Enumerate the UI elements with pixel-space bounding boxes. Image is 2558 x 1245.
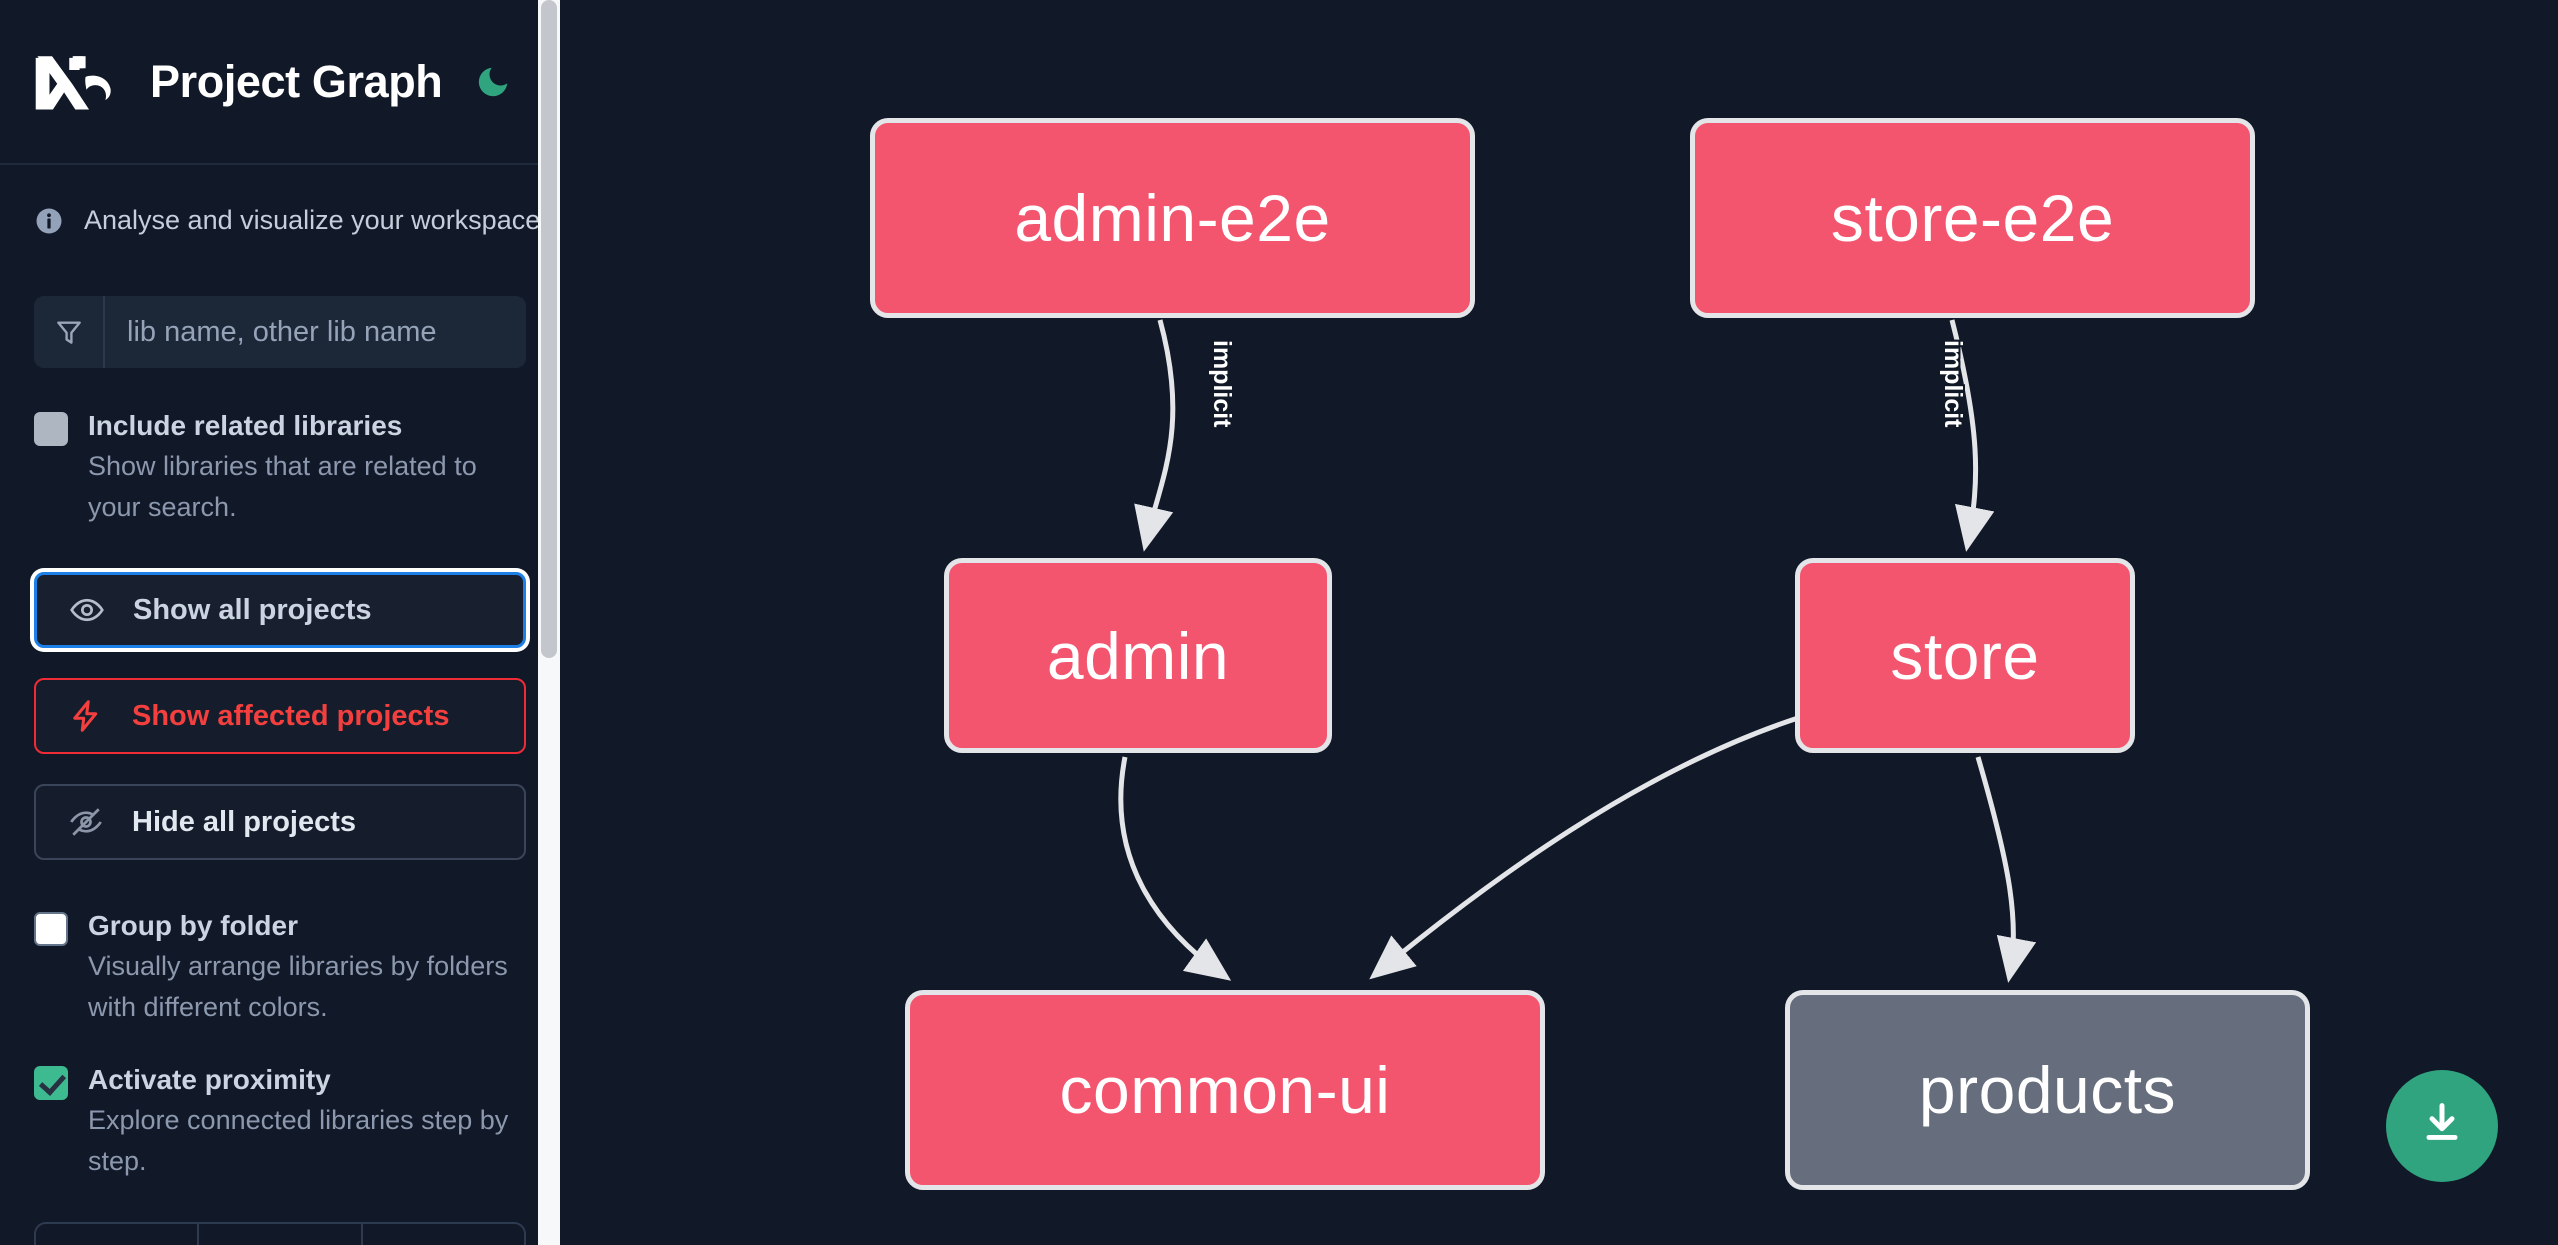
sidebar-scrollbar-thumb[interactable]	[541, 0, 557, 658]
graph-node-store[interactable]: store	[1795, 558, 2135, 753]
proximity-segmented-control[interactable]	[34, 1222, 526, 1245]
sidebar-tagline: Analyse and visualize your workspace.	[0, 165, 560, 236]
graph-node-products[interactable]: products	[1785, 990, 2310, 1190]
checkbox-desc-include-related-libraries: Show libraries that are related to your …	[88, 451, 477, 522]
graph-node-label: common-ui	[1059, 1053, 1391, 1127]
info-circle-icon	[34, 206, 64, 236]
edge-store-to-products	[1975, 756, 2037, 983]
show-all-projects-button[interactable]: Show all projects	[34, 572, 526, 648]
filter-box[interactable]	[34, 296, 526, 368]
edge-store-to-common-ui	[1369, 715, 1799, 980]
show-all-projects-label: Show all projects	[133, 593, 372, 626]
hide-all-projects-button[interactable]: Hide all projects	[34, 784, 526, 860]
segment-option-1[interactable]	[36, 1224, 200, 1245]
edge-admin-to-common-ui	[1118, 756, 1232, 981]
checkbox-row-include-related-libraries[interactable]: Include related libraries Show libraries…	[0, 406, 560, 528]
sidebar-header: Project Graph	[0, 0, 560, 165]
lightning-bolt-icon	[66, 696, 106, 736]
graph-node-store-e2e[interactable]: store-e2e	[1690, 118, 2255, 318]
checkbox-checked-green-icon[interactable]	[34, 1066, 68, 1100]
tagline-text: Analyse and visualize your workspace.	[84, 205, 548, 235]
checkbox-desc-group-by-folder: Visually arrange libraries by folders wi…	[88, 951, 508, 1022]
graph-node-label: store	[1890, 618, 2040, 693]
eye-off-icon	[66, 802, 106, 842]
sidebar: Project Graph Analyse and visualize yo	[0, 0, 560, 1245]
funnel-filter-icon	[34, 296, 105, 368]
edge-admin-e2e-to-admin	[1134, 319, 1176, 552]
graph-node-label: admin-e2e	[1014, 181, 1331, 255]
nx-logo-icon	[34, 51, 120, 113]
download-graph-button[interactable]	[2386, 1070, 2498, 1182]
hide-all-projects-label: Hide all projects	[132, 805, 357, 838]
checkbox-unchecked-grey-icon[interactable]	[34, 412, 68, 446]
edge-label-implicit-admin: implicit	[1208, 340, 1236, 428]
graph-node-admin[interactable]: admin	[944, 558, 1332, 753]
checkbox-desc-activate-proximity: Explore connected libraries step by step…	[88, 1105, 509, 1176]
show-affected-projects-label: Show affected projects	[132, 699, 450, 732]
search-input[interactable]	[105, 296, 526, 368]
checkbox-label-group-by-folder: Group by folder	[88, 910, 298, 941]
checkbox-row-activate-proximity[interactable]: Activate proximity Explore connected lib…	[0, 1060, 560, 1182]
sidebar-scrollbar[interactable]	[538, 0, 560, 1245]
graph-canvas[interactable]: admin-e2e store-e2e admin store common-u…	[560, 0, 2558, 1245]
checkbox-label-include-related-libraries: Include related libraries	[88, 410, 403, 441]
checkbox-unchecked-white-icon[interactable]	[34, 912, 68, 946]
edge-label-implicit-store: implicit	[1939, 340, 1967, 428]
segment-option-2[interactable]	[199, 1224, 363, 1245]
edge-store-e2e-to-store	[1949, 319, 1995, 552]
eye-icon	[67, 590, 107, 630]
graph-node-admin-e2e[interactable]: admin-e2e	[870, 118, 1475, 318]
checkbox-label-activate-proximity: Activate proximity	[88, 1064, 331, 1095]
graph-node-label: store-e2e	[1830, 181, 2115, 255]
moon-icon[interactable]	[470, 59, 516, 105]
app-title: Project Graph	[150, 55, 443, 107]
graph-node-label: products	[1918, 1053, 2177, 1127]
graph-node-common-ui[interactable]: common-ui	[905, 990, 1545, 1190]
checkbox-row-group-by-folder[interactable]: Group by folder Visually arrange librari…	[0, 906, 560, 1028]
show-affected-projects-button[interactable]: Show affected projects	[34, 678, 526, 754]
download-icon	[2416, 1098, 2468, 1155]
graph-edges	[1118, 319, 2037, 983]
segment-option-3[interactable]	[363, 1224, 524, 1245]
graph-node-label: admin	[1046, 618, 1230, 693]
